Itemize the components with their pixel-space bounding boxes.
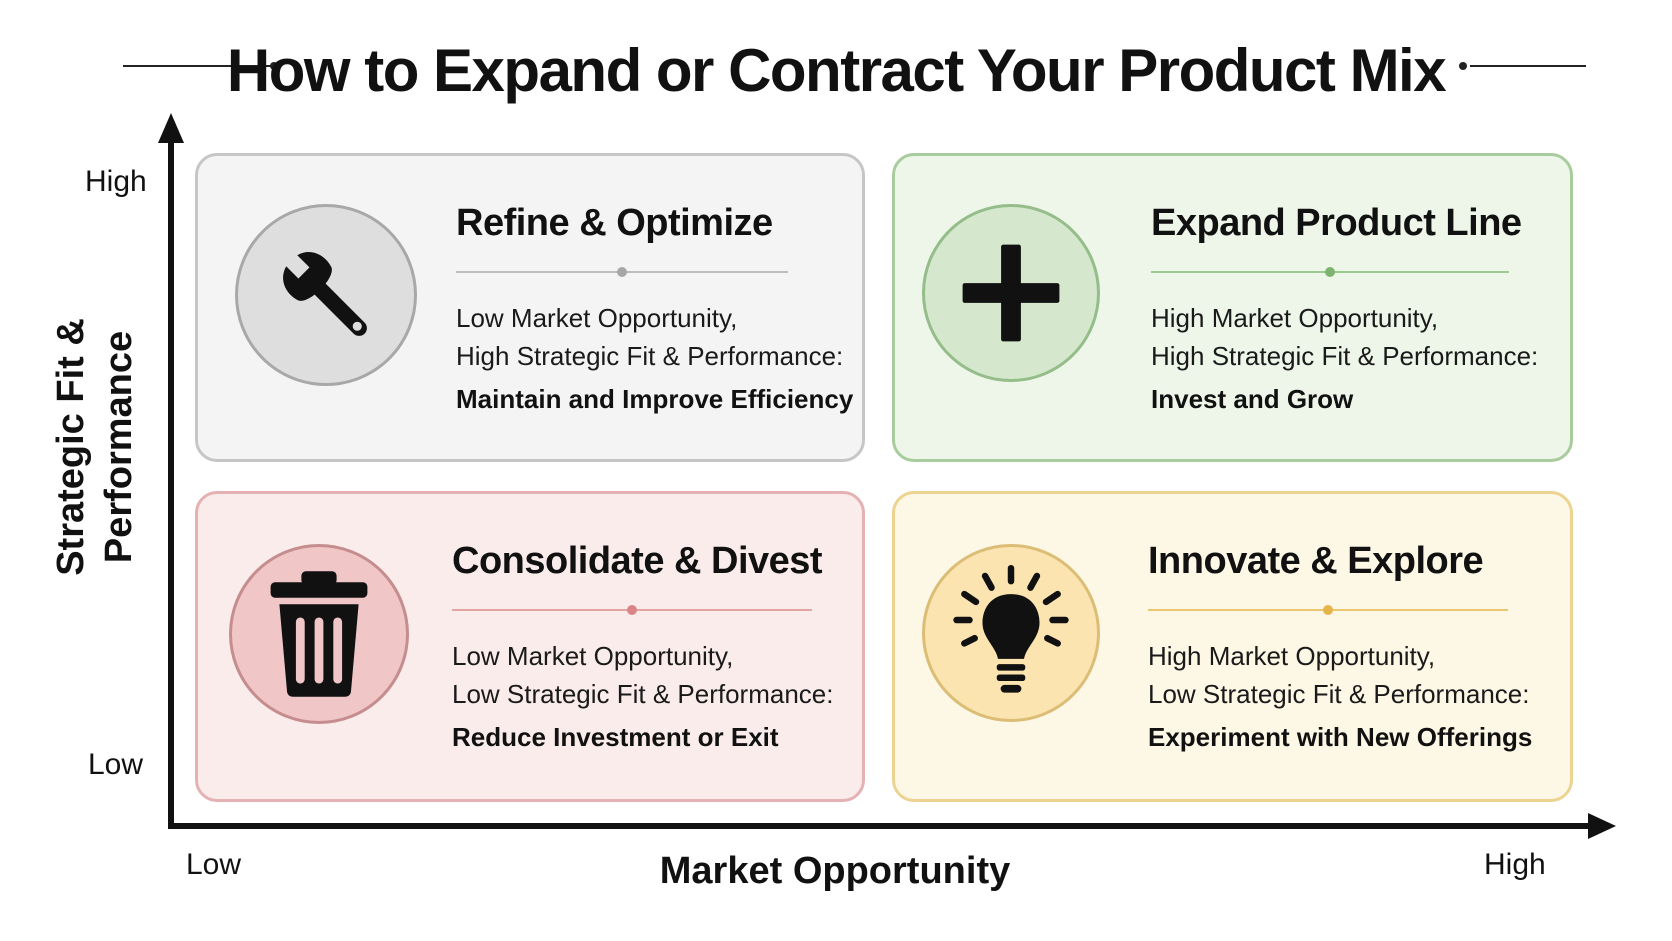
quadrant-line-1: Low Market Opportunity,	[456, 303, 738, 333]
divider	[456, 267, 788, 277]
title-bar: How to Expand or Contract Your Product M…	[0, 22, 1672, 112]
y-axis-title-text: Strategic Fit & Performance	[50, 318, 141, 576]
y-axis-title: Strategic Fit & Performance	[45, 302, 145, 592]
quadrant-title: Consolidate & Divest	[452, 540, 823, 582]
quadrant-title: Refine & Optimize	[456, 202, 773, 244]
title-rule-left	[123, 65, 271, 67]
x-axis-title: Market Opportunity	[659, 850, 1011, 892]
quadrant-text: Refine & Optimize Low Market Opportunity…	[456, 202, 853, 421]
quadrant-innovate-explore: Innovate & Explore High Market Opportuni…	[892, 491, 1573, 802]
x-axis-arrowhead	[1588, 813, 1616, 839]
quadrant-title: Expand Product Line	[1151, 202, 1522, 244]
x-axis-high-label: High	[1484, 848, 1546, 881]
x-axis-low-label: Low	[186, 848, 242, 881]
quadrant-refine-optimize: Refine & Optimize Low Market Opportunity…	[195, 153, 865, 462]
quadrant-line-2: High Strategic Fit & Performance:	[1151, 341, 1539, 371]
quadrant-line-1: High Market Opportunity,	[1148, 641, 1436, 671]
quadrant-action: Experiment with New Offerings	[1148, 722, 1533, 752]
quadrant-line-1: Low Market Opportunity,	[452, 641, 734, 671]
y-axis-high-label: High	[85, 165, 147, 198]
y-axis-low-label: Low	[88, 748, 144, 781]
title-rule-right-dot	[1459, 62, 1467, 70]
quadrant-action: Reduce Investment or Exit	[452, 722, 779, 752]
lightbulb-icon	[922, 544, 1100, 722]
page-title: How to Expand or Contract Your Product M…	[226, 37, 1447, 104]
y-axis-arrowhead	[158, 113, 184, 143]
quadrant-line-2: High Strategic Fit & Performance:	[456, 341, 844, 371]
quadrant-line-1: High Market Opportunity,	[1151, 303, 1439, 333]
divider	[452, 605, 812, 615]
title-rule-right	[1470, 65, 1586, 67]
quadrant-consolidate-divest: Consolidate & Divest Low Market Opportun…	[195, 491, 865, 802]
plus-icon	[922, 204, 1100, 382]
divider	[1151, 267, 1509, 277]
quadrant-action: Maintain and Improve Efficiency	[456, 384, 854, 414]
quadrant-text: Innovate & Explore High Market Opportuni…	[1148, 540, 1532, 759]
quadrant-line-2: Low Strategic Fit & Performance:	[1148, 679, 1530, 709]
divider	[1148, 605, 1508, 615]
quadrant-text: Consolidate & Divest Low Market Opportun…	[452, 540, 833, 759]
trash-icon	[229, 544, 409, 724]
quadrant-text: Expand Product Line High Market Opportun…	[1151, 202, 1538, 421]
wrench-icon	[235, 204, 417, 386]
quadrant-line-2: Low Strategic Fit & Performance:	[452, 679, 834, 709]
quadrant-action: Invest and Grow	[1151, 384, 1354, 414]
quadrant-title: Innovate & Explore	[1148, 540, 1484, 582]
title-rule-left-dot	[270, 62, 278, 70]
quadrant-expand-product-line: Expand Product Line High Market Opportun…	[892, 153, 1573, 462]
